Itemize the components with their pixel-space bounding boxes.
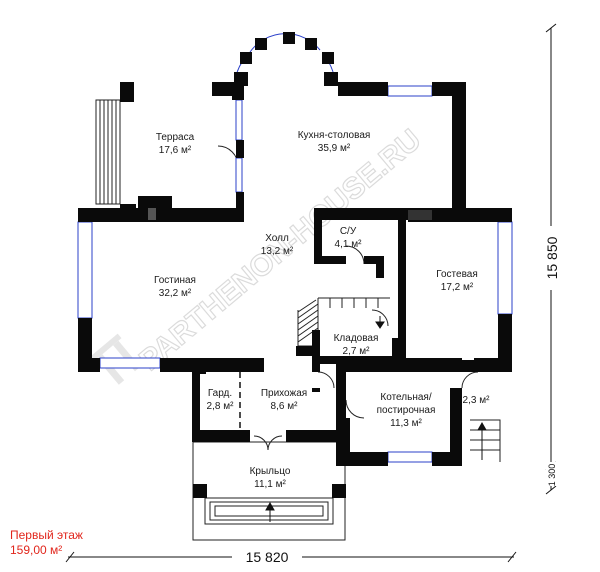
room-foyer-area: 8,6 м² — [271, 401, 299, 412]
dimension-height: 15 850 — [544, 236, 560, 279]
entry-arrows — [265, 316, 487, 522]
dim-height-bg — [543, 226, 561, 290]
room-boiler-name: Котельная/ — [380, 392, 431, 403]
room-porch-area: 11,1 м² — [254, 479, 286, 490]
room-labels: Терраса 17,6 м² Кухня-столовая 35,9 м² Х… — [154, 130, 490, 490]
watermark: PARTHENON-HOUSE.RU — [90, 123, 428, 385]
dimension-width: 15 820 — [246, 549, 289, 565]
room-foyer-name: Прихожая — [261, 388, 307, 399]
dimension-porch: 1 300 — [547, 464, 557, 487]
room-living-area: 32,2 м² — [159, 288, 192, 299]
room-terrace-name: Терраса — [156, 132, 195, 143]
floor-summary: Первый этаж 159,00 м² — [10, 528, 83, 558]
room-terrace-area: 17,6 м² — [159, 145, 192, 156]
room-storage-area: 2,7 м² — [343, 346, 371, 357]
room-hall-name: Холл — [265, 233, 289, 244]
room-wardrobe-name: Гард. — [208, 388, 232, 399]
room-porch-name: Крыльцо — [250, 466, 291, 477]
walls — [78, 32, 512, 498]
room-wc-name: С/У — [340, 226, 357, 237]
room-small-area: 2,3 м² — [463, 395, 491, 406]
room-kitchen-name: Кухня-столовая — [298, 130, 371, 141]
dimension-lines — [65, 23, 557, 563]
room-boiler-area: 11,3 м² — [390, 418, 422, 429]
dim-width-bg — [232, 548, 302, 566]
room-guest-name: Гостевая — [436, 269, 478, 280]
room-wardrobe-area: 2,8 м² — [207, 401, 235, 412]
room-wc-area: 4,1 м² — [335, 239, 363, 250]
thin-lines — [95, 99, 501, 541]
floor-area: 159,00 м² — [10, 543, 63, 557]
room-living-name: Гостиная — [154, 275, 196, 286]
dim-porch-bg — [546, 462, 558, 486]
room-kitchen-area: 35,9 м² — [318, 143, 351, 154]
floor-title: Первый этаж — [10, 528, 83, 542]
room-boiler-name-2: постирочная — [377, 405, 436, 416]
room-hall-area: 13,2 м² — [261, 246, 294, 257]
room-guest-area: 17,2 м² — [441, 282, 474, 293]
room-storage-name: Кладовая — [334, 333, 379, 344]
